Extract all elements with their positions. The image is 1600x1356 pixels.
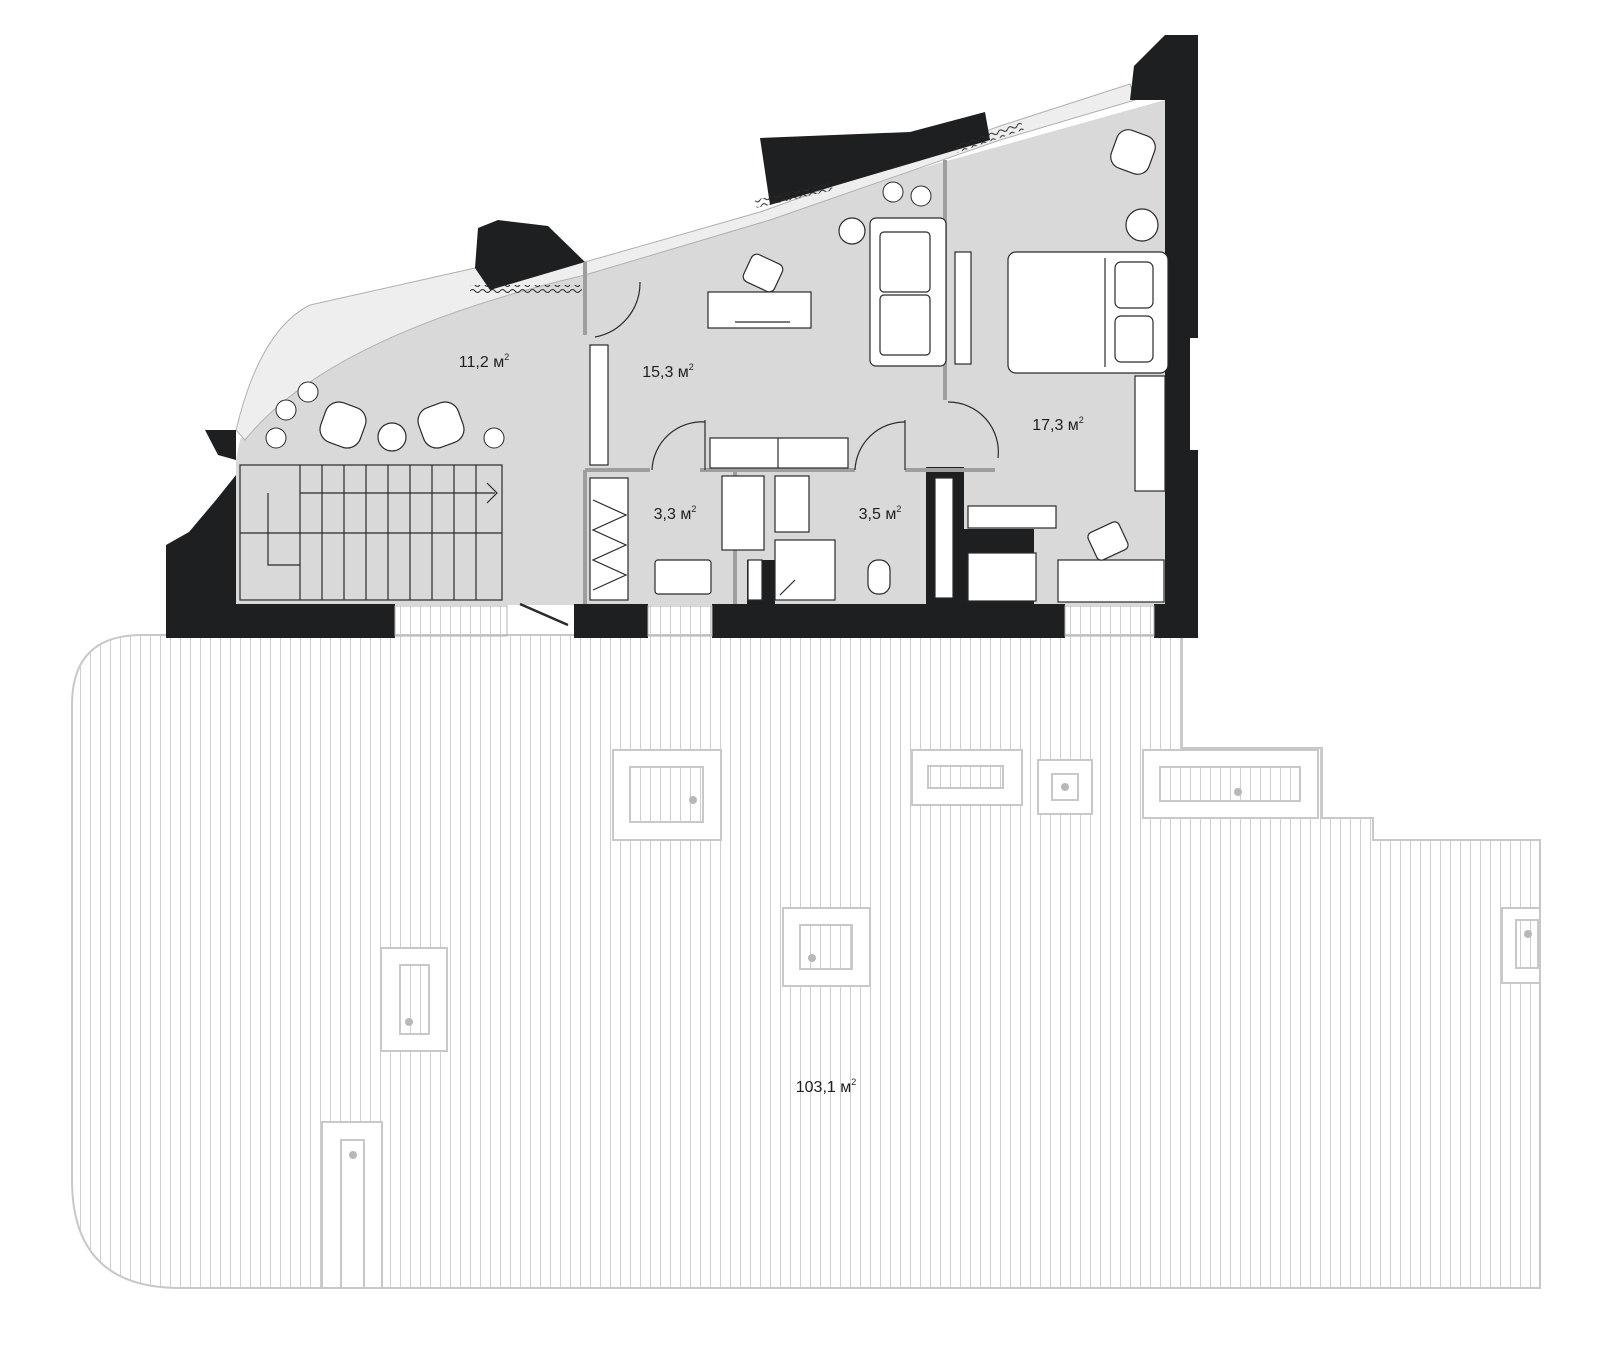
plants [265,181,932,449]
terrace [71,634,1541,1289]
exit-hatch [321,1121,383,1289]
area-label-bath-2: 3,5 м2 [858,504,902,523]
area-label-lounge: 11,2 м2 [458,352,510,371]
curtains [470,122,1024,293]
walls [166,35,1198,638]
skylight-4 [782,907,871,987]
stair-treads [299,465,477,600]
area-label-terrace: 103,1 м2 [795,1077,857,1096]
skylight-3 [1142,749,1319,819]
vent-1 [1037,759,1093,815]
skylight-2 [911,749,1023,806]
skylight-1 [612,749,722,841]
furniture [319,129,1169,603]
staircase [239,464,503,601]
doors [519,281,999,627]
skylight-5 [380,947,448,1052]
area-label-bedroom: 17,3 м2 [1032,415,1084,434]
skylight-6 [1501,907,1541,984]
area-label-living: 15,3 м2 [642,362,694,381]
windows [394,605,1155,637]
area-label-bath-1: 3,3 м2 [653,504,697,523]
